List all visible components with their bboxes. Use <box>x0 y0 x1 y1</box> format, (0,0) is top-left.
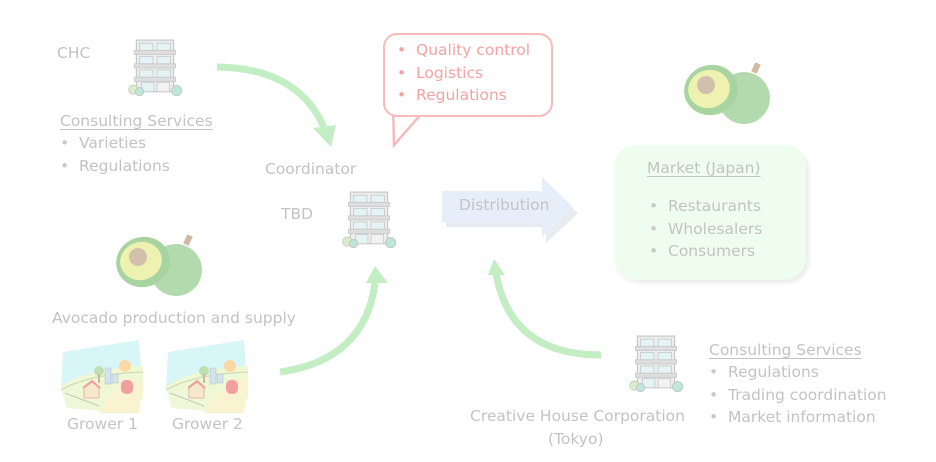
creative-house-to-distribution-arrow <box>492 272 602 359</box>
chc-services-list: Varieties Regulations <box>60 132 170 177</box>
market-item: Consumers <box>649 240 762 263</box>
grower-2-label: Grower 2 <box>172 415 243 433</box>
arrow-head <box>366 266 388 283</box>
callout-list: Quality control Logistics Regulations <box>397 39 530 107</box>
market-box: Market (Japan) Restaurants Wholesalers C… <box>614 145 806 280</box>
coordinator-building-icon <box>338 190 400 254</box>
market-item: Wholesalers <box>649 218 762 241</box>
coordinator-label: Coordinator <box>265 160 357 178</box>
callout-item: Logistics <box>397 62 530 85</box>
distribution-arrow <box>442 177 578 243</box>
chc-service-item: Regulations <box>60 155 170 178</box>
creative-house-service-item: Market information <box>709 406 887 429</box>
creative-house-service-item: Regulations <box>709 361 887 384</box>
creative-house-location: (Tokyo) <box>548 430 604 448</box>
callout-tail-mask <box>391 108 411 114</box>
chc-services-title: Consulting Services <box>60 112 213 130</box>
chc-to-coordinator-arrow <box>216 63 329 132</box>
market-list: Restaurants Wholesalers Consumers <box>649 195 762 263</box>
market-avocado-icon <box>676 60 776 130</box>
production-label: Avocado production and supply <box>52 309 296 327</box>
distribution-label: Distribution <box>459 196 550 214</box>
creative-house-services-list: Regulations Trading coordination Market … <box>709 361 887 429</box>
grower-2-farm-icon <box>163 338 255 418</box>
chc-label: CHC <box>57 44 91 62</box>
market-item: Restaurants <box>649 195 762 218</box>
coordinator-callout: Quality control Logistics Regulations <box>383 33 553 117</box>
grower-1-label: Grower 1 <box>67 415 138 433</box>
coordinator-name: TBD <box>281 205 314 223</box>
creative-house-name: Creative House Corporation <box>470 407 685 425</box>
callout-item: Quality control <box>397 39 530 62</box>
chc-service-item: Varieties <box>60 132 170 155</box>
grower-1-farm-icon <box>58 338 150 418</box>
market-title: Market (Japan) <box>647 159 761 177</box>
creative-house-building-icon <box>625 334 687 398</box>
creative-house-service-item: Trading coordination <box>709 384 887 407</box>
arrow-head <box>488 259 505 275</box>
callout-item: Regulations <box>397 84 530 107</box>
growers-to-coordinator-arrow <box>279 282 379 376</box>
creative-house-services-title: Consulting Services <box>709 341 862 359</box>
production-avocado-icon <box>108 232 208 302</box>
arrow-head <box>313 125 336 147</box>
